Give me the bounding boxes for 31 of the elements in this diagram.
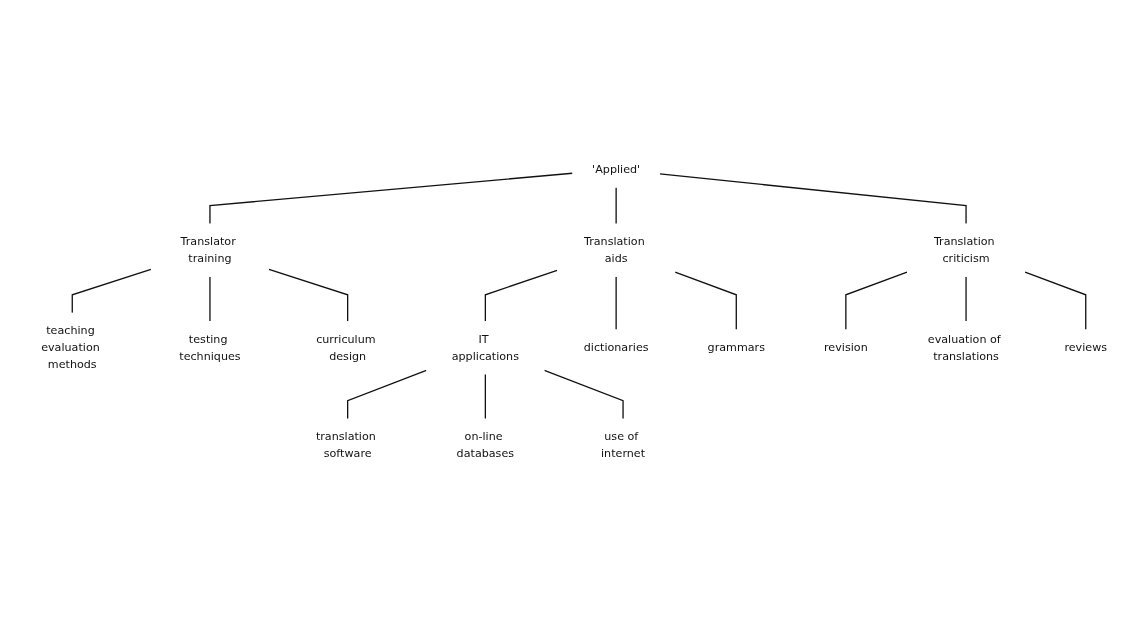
- connector: [1024, 271, 1087, 331]
- node-text: teaching evaluation methods: [41, 323, 100, 371]
- connector: [845, 271, 908, 331]
- connector: [965, 276, 967, 322]
- node-text: testing techniques: [179, 332, 241, 363]
- node-text: revision: [824, 340, 868, 354]
- connector: [209, 276, 211, 322]
- node-text: dictionaries: [583, 340, 649, 354]
- connector: [615, 186, 617, 225]
- connector: [615, 276, 617, 331]
- node-text: Translation criticism: [933, 234, 995, 265]
- connector: [209, 172, 574, 225]
- connector: [659, 173, 967, 225]
- node-text: Translation aids: [583, 234, 645, 265]
- connector: [674, 271, 737, 331]
- node-text: Translator training: [180, 234, 236, 265]
- node-text: 'Applied': [592, 162, 641, 176]
- node-text: grammars: [707, 340, 765, 354]
- connector: [347, 369, 427, 420]
- connector: [71, 268, 152, 314]
- connector: [484, 373, 486, 420]
- connector: [268, 268, 349, 322]
- connector: [543, 369, 624, 420]
- connector: [484, 269, 558, 322]
- node-text: reviews: [1064, 340, 1108, 354]
- node-text: IT applications: [451, 332, 519, 363]
- node-text: on-line databases: [456, 429, 515, 460]
- node-text: translation software: [315, 429, 376, 460]
- node-text: curriculum design: [316, 332, 376, 363]
- node-text: use of internet: [601, 429, 646, 460]
- node-text: evaluation of translations: [927, 332, 1001, 363]
